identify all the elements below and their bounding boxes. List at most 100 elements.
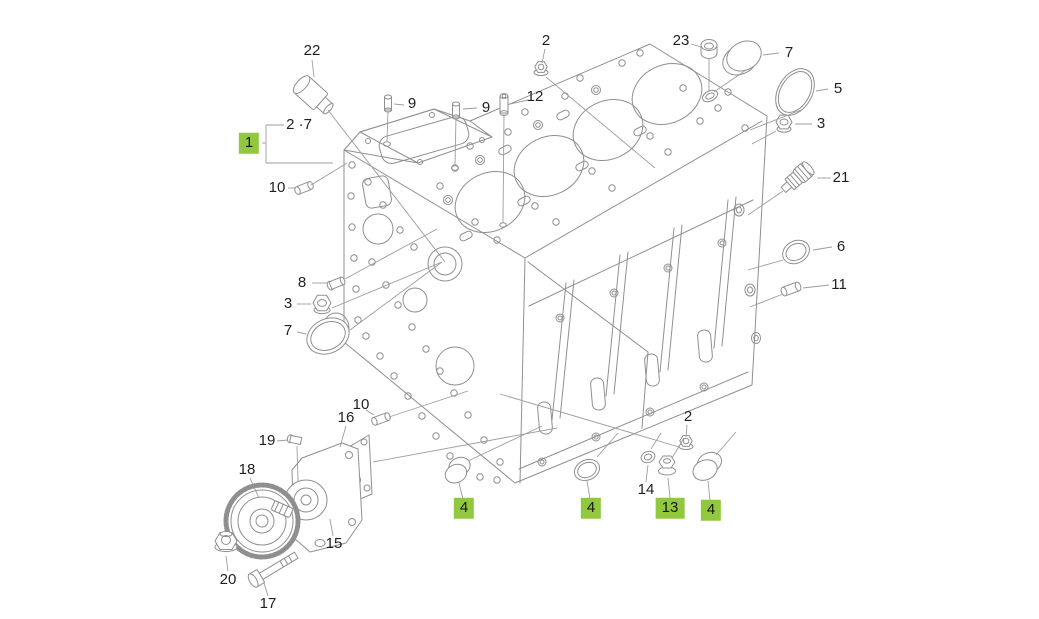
- leader-line: [365, 409, 375, 416]
- leader-line: [671, 437, 685, 459]
- pin-part: [294, 181, 314, 195]
- part-callout[interactable]: 3: [283, 294, 293, 312]
- leader-line: [502, 113, 505, 223]
- part-callout[interactable]: 14: [637, 480, 655, 498]
- leader-line: [386, 110, 389, 142]
- leader-line: [812, 246, 833, 251]
- part-callout[interactable]: 20: [219, 570, 237, 588]
- leader-line: [276, 439, 289, 442]
- part-callout[interactable]: 9: [481, 98, 491, 116]
- leader-line: [393, 103, 405, 106]
- bushing-part: [292, 75, 334, 115]
- leader-line: [327, 109, 446, 263]
- cup-plug-part: [700, 39, 718, 59]
- part-callout[interactable]: 22: [303, 41, 321, 59]
- leader-line: [249, 477, 260, 499]
- leader-line: [749, 109, 802, 131]
- leader-line: [509, 99, 529, 105]
- leader-line: [311, 59, 315, 78]
- oil-pump-assembly: [214, 434, 373, 588]
- part-callout[interactable]: 7: [283, 321, 293, 339]
- gasket-disc-part: [775, 68, 815, 116]
- leader-line: [541, 48, 546, 64]
- part-callout[interactable]: 15: [325, 534, 343, 552]
- part-callout[interactable]: 6: [836, 237, 846, 255]
- part-callout-highlighted[interactable]: 4: [700, 499, 722, 521]
- hex-plug-part: [658, 455, 676, 476]
- leader-line: [545, 76, 656, 169]
- leader-line: [467, 425, 543, 462]
- part-callout[interactable]: 18: [238, 460, 256, 478]
- part-callout[interactable]: 23: [672, 31, 690, 49]
- leader-line: [751, 130, 777, 145]
- hex-plug-part: [312, 294, 332, 315]
- part-callout[interactable]: 5: [833, 79, 843, 97]
- leader-line: [802, 284, 830, 289]
- leader-line: [596, 432, 619, 458]
- leader-line: [747, 259, 784, 271]
- leader-line: [667, 477, 671, 499]
- leader-line: [344, 228, 438, 280]
- leader-line: [331, 261, 443, 309]
- cup-plug-disc-part: [692, 451, 723, 481]
- leader-line: [310, 162, 348, 186]
- part-callout[interactable]: 9: [407, 94, 417, 112]
- leader-line: [650, 432, 662, 450]
- bolt-part: [247, 551, 299, 588]
- bolt-part: [326, 276, 346, 291]
- part-callout-highlighted[interactable]: 4: [580, 497, 602, 519]
- cylinder-block: [322, 43, 768, 484]
- part-callout[interactable]: 3: [816, 114, 826, 132]
- exploded-parts: [214, 39, 815, 588]
- part-callout-highlighted[interactable]: 13: [655, 497, 685, 519]
- leader-line: [815, 88, 829, 92]
- cylinder-bores: [454, 63, 703, 233]
- leader-line: [225, 555, 229, 572]
- pump-shaft-tip: [271, 500, 294, 518]
- cup-plug-disc-part: [444, 456, 471, 484]
- leader-line: [645, 464, 649, 483]
- washer-part: [640, 450, 656, 464]
- leader-line: [349, 261, 443, 331]
- part-callout-highlighted[interactable]: 4: [453, 497, 475, 519]
- part-callout[interactable]: 21: [832, 168, 850, 186]
- leader-line: [339, 425, 347, 448]
- part-callout[interactable]: 2: [683, 407, 693, 425]
- flange-nut-part: [533, 61, 549, 76]
- part-callout[interactable]: 16: [337, 408, 355, 426]
- part-callout[interactable]: 11: [831, 275, 847, 293]
- leader-line: [707, 480, 711, 502]
- leader-line: [462, 107, 478, 110]
- part-callout[interactable]: 17: [259, 594, 277, 612]
- leader-line: [296, 445, 299, 482]
- leader-line: [685, 424, 688, 438]
- leader-line: [458, 482, 464, 500]
- leader-line: [747, 190, 784, 216]
- part-callout[interactable]: 10: [268, 178, 286, 196]
- part-callout[interactable]: 19: [258, 431, 276, 449]
- leader-line: [749, 293, 784, 308]
- flange-nut-part: [214, 531, 238, 552]
- cup-plug-disc-part: [722, 40, 762, 76]
- dowel-pin-part: [499, 93, 509, 116]
- leader-line: [329, 518, 334, 537]
- seal-ring-part: [306, 317, 350, 355]
- part-callout[interactable]: 10: [352, 395, 370, 413]
- part-callout[interactable]: 7: [784, 43, 794, 61]
- part-callout[interactable]: 8: [297, 273, 307, 291]
- pin-part: [780, 281, 802, 297]
- leader-line: [690, 43, 702, 48]
- part-callout[interactable]: 12: [526, 87, 544, 105]
- sensor-part: [780, 161, 815, 193]
- cup-plug-disc-part: [573, 458, 601, 482]
- part-callout[interactable]: 2 ·7: [286, 115, 312, 133]
- leader-line: [296, 331, 307, 335]
- bolt-part: [286, 434, 303, 445]
- part-callout[interactable]: 2: [541, 31, 551, 49]
- part-callout-highlighted[interactable]: 1: [238, 132, 260, 154]
- leader-line: [586, 480, 591, 500]
- leader-line: [762, 52, 780, 56]
